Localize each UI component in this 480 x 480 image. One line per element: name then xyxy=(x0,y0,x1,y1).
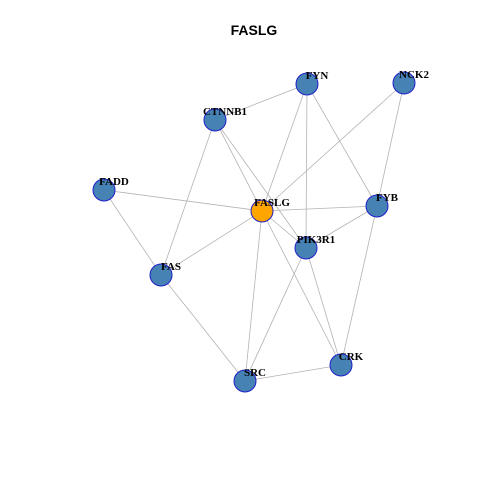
nodes-layer xyxy=(92,71,416,393)
node-label-ctnnb1: CTNNB1 xyxy=(203,106,247,118)
node-ctnnb1[interactable] xyxy=(203,108,227,132)
node-label-crk: CRK xyxy=(339,351,364,363)
edge-src-crk xyxy=(244,364,342,382)
edge-ctnnb1-fas xyxy=(160,119,216,276)
diagram-title: FASLG xyxy=(231,22,278,38)
node-nck2[interactable] xyxy=(392,71,416,95)
edge-faslg-crk xyxy=(261,210,342,366)
node-label-fyb: FYB xyxy=(376,192,399,204)
node-label-src: SRC xyxy=(244,367,266,379)
edge-faslg-fadd xyxy=(103,189,263,212)
edge-faslg-src xyxy=(244,210,263,382)
node-label-fadd: FADD xyxy=(99,176,129,188)
edge-fyn-pik3r1 xyxy=(305,83,308,249)
node-src[interactable] xyxy=(233,369,257,393)
node-fyb[interactable] xyxy=(365,194,389,218)
node-label-nck2: NCK2 xyxy=(399,69,429,81)
edge-fadd-fas xyxy=(103,189,162,276)
node-label-pik3r1: PIK3R1 xyxy=(297,234,336,246)
node-fyn[interactable] xyxy=(295,72,319,96)
edge-fas-src xyxy=(160,274,246,382)
edge-pik3r1-crk xyxy=(305,247,342,366)
edge-nck2-fyb xyxy=(376,82,405,207)
edge-pik3r1-src xyxy=(244,247,307,382)
edge-faslg-fyb xyxy=(261,205,378,212)
edge-fyb-pik3r1 xyxy=(305,205,378,249)
node-fas[interactable] xyxy=(149,263,173,287)
node-label-fas: FAS xyxy=(161,261,181,273)
node-crk[interactable] xyxy=(329,353,353,377)
edge-faslg-nck2 xyxy=(261,82,405,212)
node-label-fyn: FYN xyxy=(306,70,329,82)
edge-faslg-fas xyxy=(160,210,263,276)
edge-faslg-ctnnb1 xyxy=(214,119,263,212)
node-fadd[interactable] xyxy=(92,178,116,202)
node-faslg[interactable] xyxy=(250,199,274,223)
edge-ctnnb1-fyn xyxy=(214,83,308,121)
edges-layer xyxy=(103,82,405,382)
node-pik3r1[interactable] xyxy=(294,236,318,260)
edge-ctnnb1-pik3r1 xyxy=(214,119,307,249)
node-label-faslg: FASLG xyxy=(254,197,290,209)
edge-faslg-fyn xyxy=(261,83,308,212)
edge-fyb-crk xyxy=(340,205,378,366)
edge-fyn-fyb xyxy=(306,83,378,207)
